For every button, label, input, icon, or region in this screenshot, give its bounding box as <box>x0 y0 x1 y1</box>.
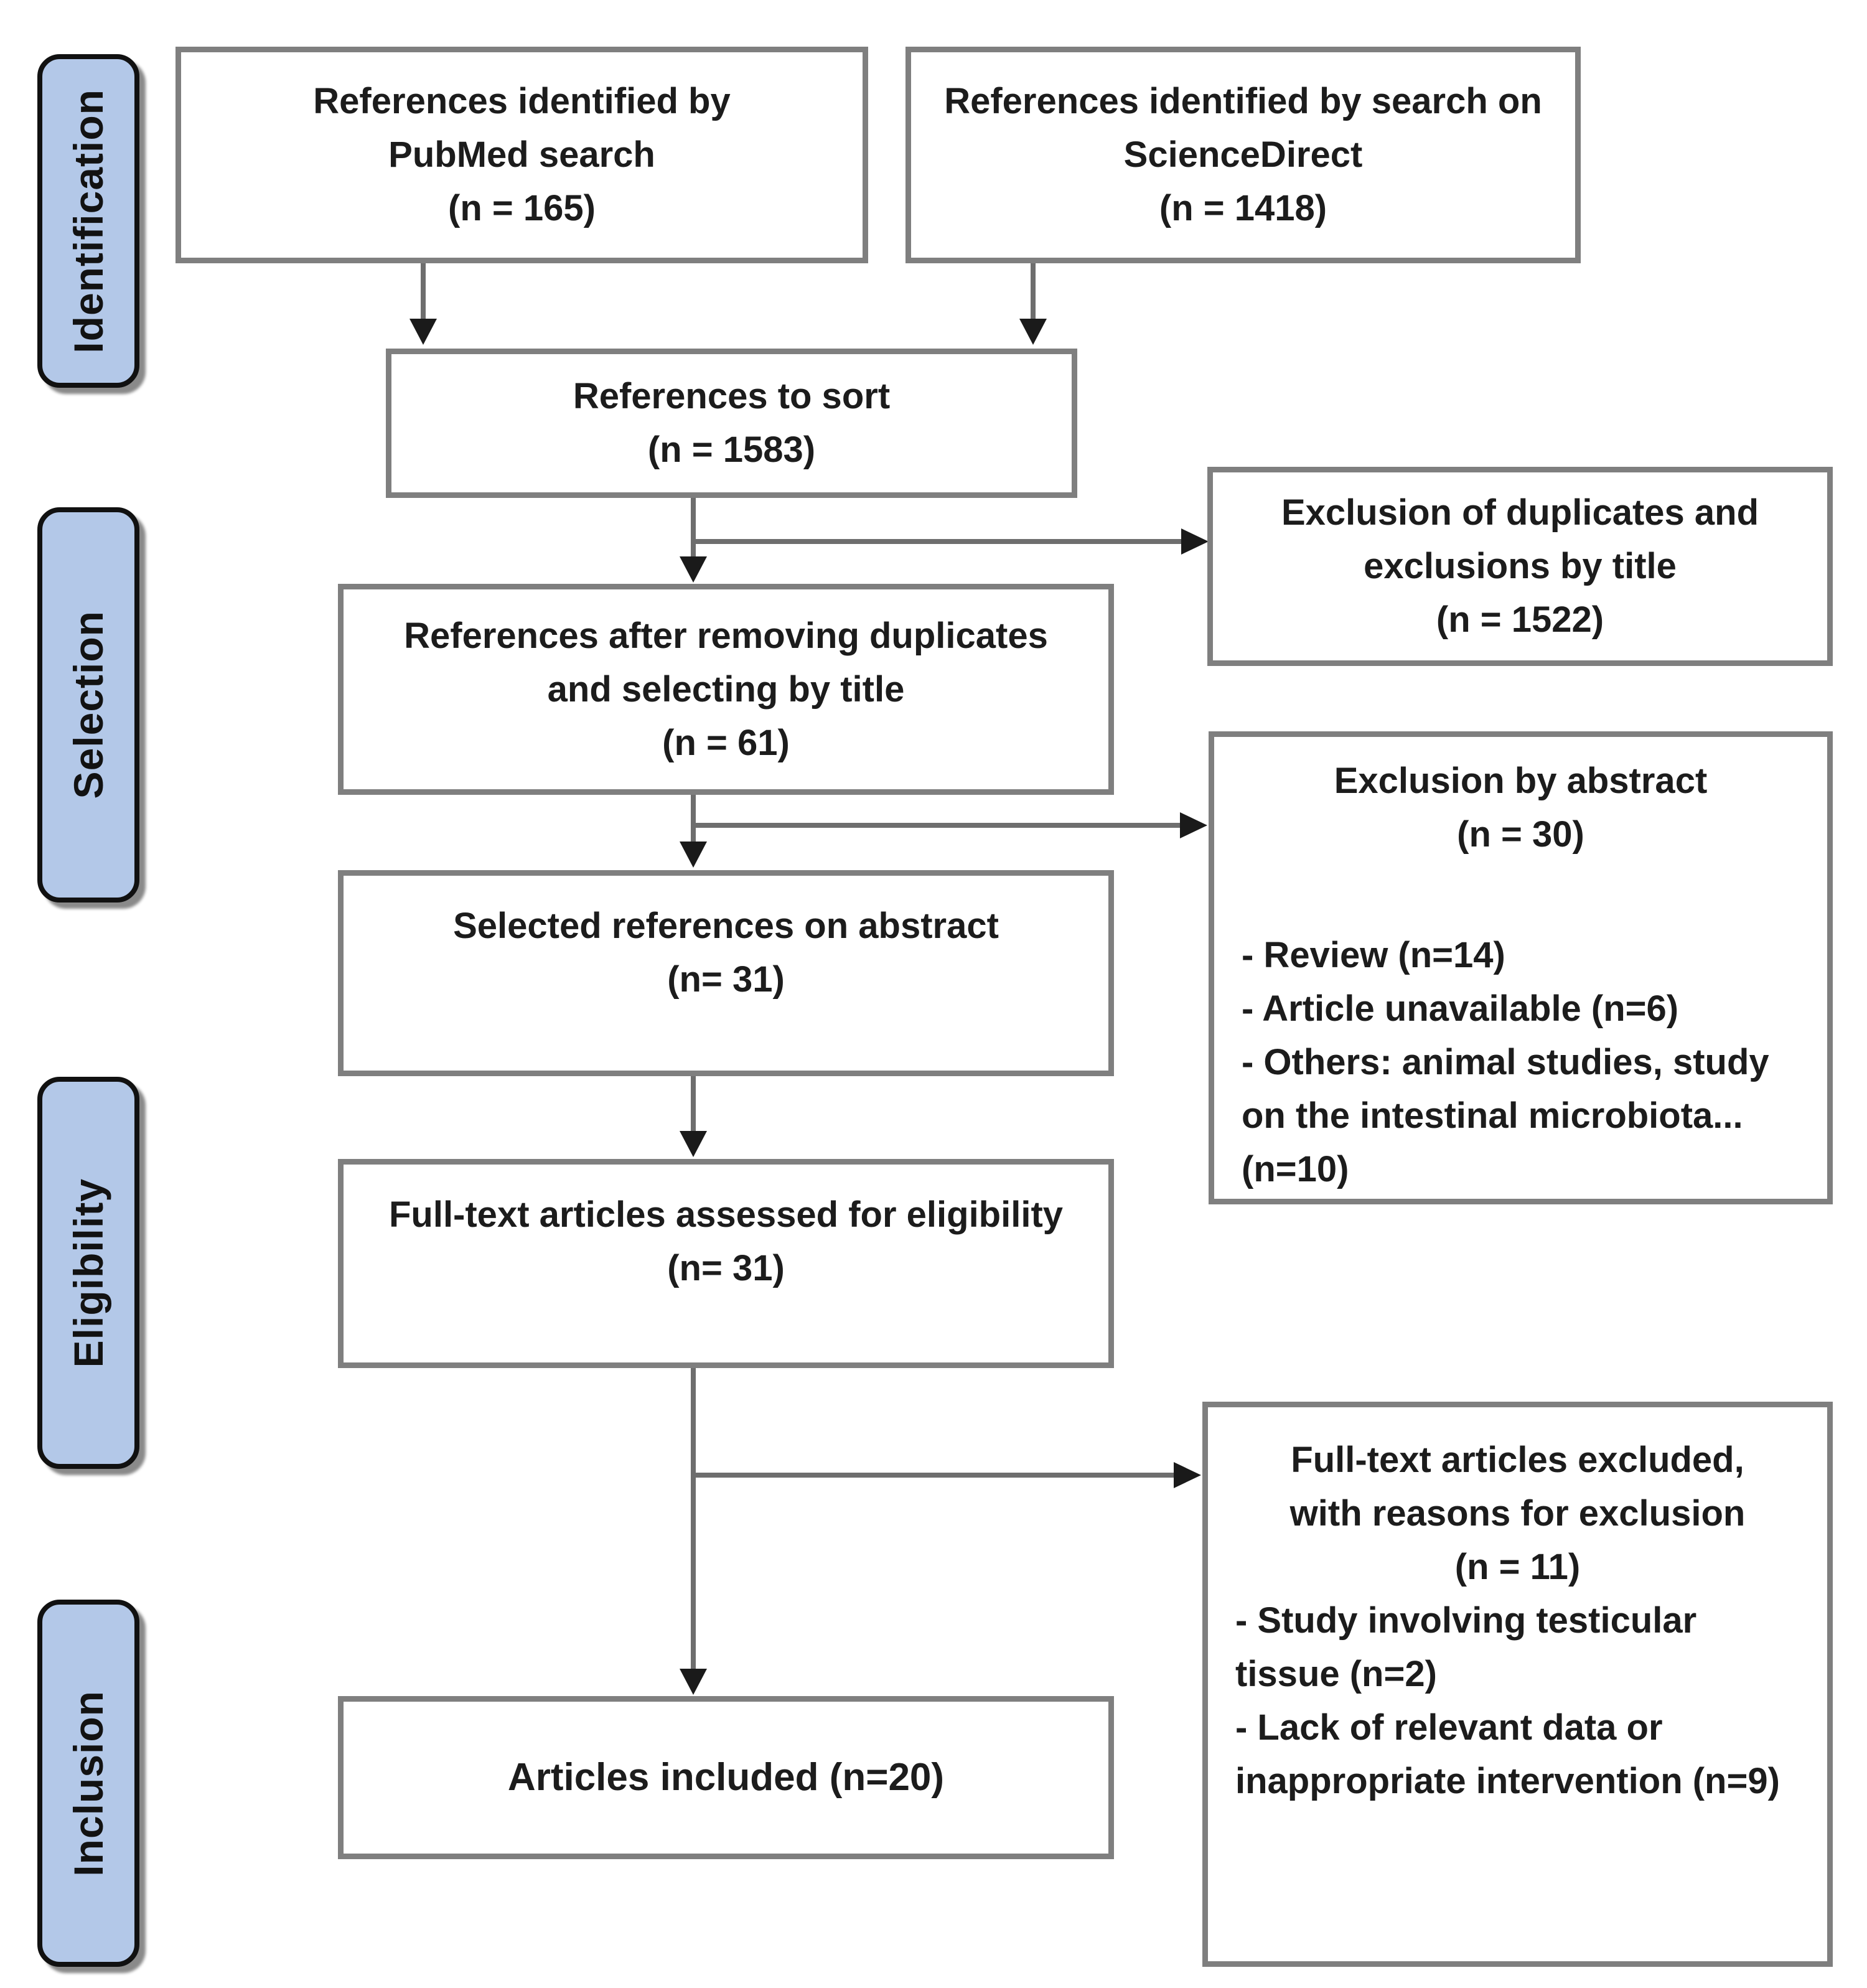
box-fulltext-excluded: Full-text articles excluded, with reason… <box>1202 1402 1833 1967</box>
box-dedup-line1: References after removing duplicates <box>404 615 1048 656</box>
fulltext-excluded-reason-lack-data: - Lack of relevant data or inappropriate… <box>1235 1707 1780 1801</box>
arrow-selected-to-fulltext-line <box>691 1076 696 1133</box>
box-sciencedirect-line2: ScienceDirect <box>1123 134 1363 175</box>
arrow-dedup-to-selected-head-icon <box>680 842 707 868</box>
connector-to-exclusion-abstract-line <box>693 823 1180 828</box>
fulltext-excluded-reason-testicular: - Study involving testicular tissue (n=2… <box>1235 1600 1697 1694</box>
box-exclusion-abstract-title: Exclusion by abstract <box>1334 761 1708 801</box>
arrow-sort-to-dedup-line <box>691 498 696 559</box>
box-fulltext-excluded-reasons: - Study involving testicular tissue (n=2… <box>1208 1594 1827 1808</box>
box-dedup-line2: and selecting by title <box>547 668 905 710</box>
box-exclusion-title-line1: Exclusion of duplicates and <box>1281 492 1759 533</box>
stage-identification-label: Identification <box>65 88 111 354</box>
arrow-fulltext-to-included-head-icon <box>680 1669 707 1695</box>
stage-inclusion-label: Inclusion <box>65 1690 111 1877</box>
arrow-pubmed-to-sort-line <box>421 263 426 321</box>
box-exclusion-abstract-heading: Exclusion by abstract (n = 30) <box>1214 754 1827 861</box>
arrow-dedup-to-selected-line <box>691 795 696 845</box>
arrow-sciencedirect-to-sort-head-icon <box>1019 319 1047 345</box>
box-exclusion-abstract: Exclusion by abstract (n = 30) - Review … <box>1209 731 1833 1204</box>
box-dedup-count: (n = 61) <box>662 722 790 763</box>
exclusion-abstract-reason-others: - Others: animal studies, study on the i… <box>1242 1042 1769 1189</box>
box-fulltext-excluded-heading: Full-text articles excluded, with reason… <box>1208 1433 1827 1594</box>
stage-inclusion: Inclusion <box>37 1600 139 1967</box>
arrow-pubmed-to-sort-head-icon <box>409 319 437 345</box>
box-exclusion-abstract-count: (n = 30) <box>1457 814 1584 855</box>
box-sciencedirect-line1: References identified by search on <box>944 81 1542 121</box>
box-fulltext-line1: Full-text articles assessed for eligibil… <box>388 1194 1064 1235</box>
box-pubmed: References identified by PubMed search (… <box>175 47 868 263</box>
box-exclusion-title-count: (n = 1522) <box>1436 599 1604 640</box>
box-exclusion-title: Exclusion of duplicates and exclusions b… <box>1207 467 1833 666</box>
stage-selection: Selection <box>37 507 139 903</box>
connector-to-fulltext-excluded-line <box>693 1473 1174 1478</box>
box-fulltext-excluded-title2: with reasons for exclusion <box>1289 1493 1746 1534</box>
box-fulltext-assessed: Full-text articles assessed for eligibil… <box>338 1159 1114 1368</box>
stage-eligibility-label: Eligibility <box>65 1178 111 1368</box>
exclusion-abstract-reason-review: - Review (n=14) <box>1242 935 1505 975</box>
box-references-to-sort: References to sort (n = 1583) <box>386 349 1077 498</box>
stage-identification: Identification <box>37 54 139 388</box>
box-selected-abstract: Selected references on abstract (n= 31) <box>338 870 1114 1076</box>
box-sciencedirect-count: (n = 1418) <box>1159 188 1327 228</box>
box-included-label: Articles included (n=20) <box>507 1756 945 1799</box>
stage-selection-label: Selection <box>65 611 111 799</box>
arrow-fulltext-to-included-line <box>691 1368 696 1671</box>
connector-to-exclusion-title-head-icon <box>1181 528 1209 555</box>
arrow-selected-to-fulltext-head-icon <box>680 1131 707 1157</box>
box-fulltext-excluded-count: (n = 11) <box>1454 1547 1581 1587</box>
box-pubmed-count: (n = 165) <box>448 188 596 228</box>
arrow-sort-to-dedup-head-icon <box>680 556 707 583</box>
connector-to-exclusion-abstract-head-icon <box>1180 812 1207 838</box>
box-sort-count: (n = 1583) <box>647 429 816 470</box>
connector-to-exclusion-title-line <box>693 539 1182 544</box>
exclusion-abstract-reason-unavailable: - Article unavailable (n=6) <box>1242 988 1679 1029</box>
box-fulltext-excluded-title1: Full-text articles excluded, <box>1291 1440 1744 1480</box>
connector-to-fulltext-excluded-head-icon <box>1174 1462 1201 1488</box>
box-sciencedirect: References identified by search on Scien… <box>905 47 1581 263</box>
box-selected-line1: Selected references on abstract <box>453 906 999 946</box>
arrow-sciencedirect-to-sort-line <box>1031 263 1036 321</box>
stage-eligibility: Eligibility <box>37 1077 139 1469</box>
box-sort-line1: References to sort <box>573 376 891 416</box>
box-after-duplicates: References after removing duplicates and… <box>338 584 1114 795</box>
box-exclusion-title-line2: exclusions by title <box>1364 546 1677 586</box>
box-articles-included: Articles included (n=20) <box>338 1696 1114 1859</box>
box-selected-count: (n= 31) <box>667 959 785 1000</box>
box-pubmed-line1: References identified by <box>313 81 731 121</box>
box-fulltext-count: (n= 31) <box>667 1248 785 1288</box>
box-exclusion-abstract-reasons: - Review (n=14) - Article unavailable (n… <box>1214 929 1827 1196</box>
box-pubmed-line2: PubMed search <box>388 134 655 175</box>
